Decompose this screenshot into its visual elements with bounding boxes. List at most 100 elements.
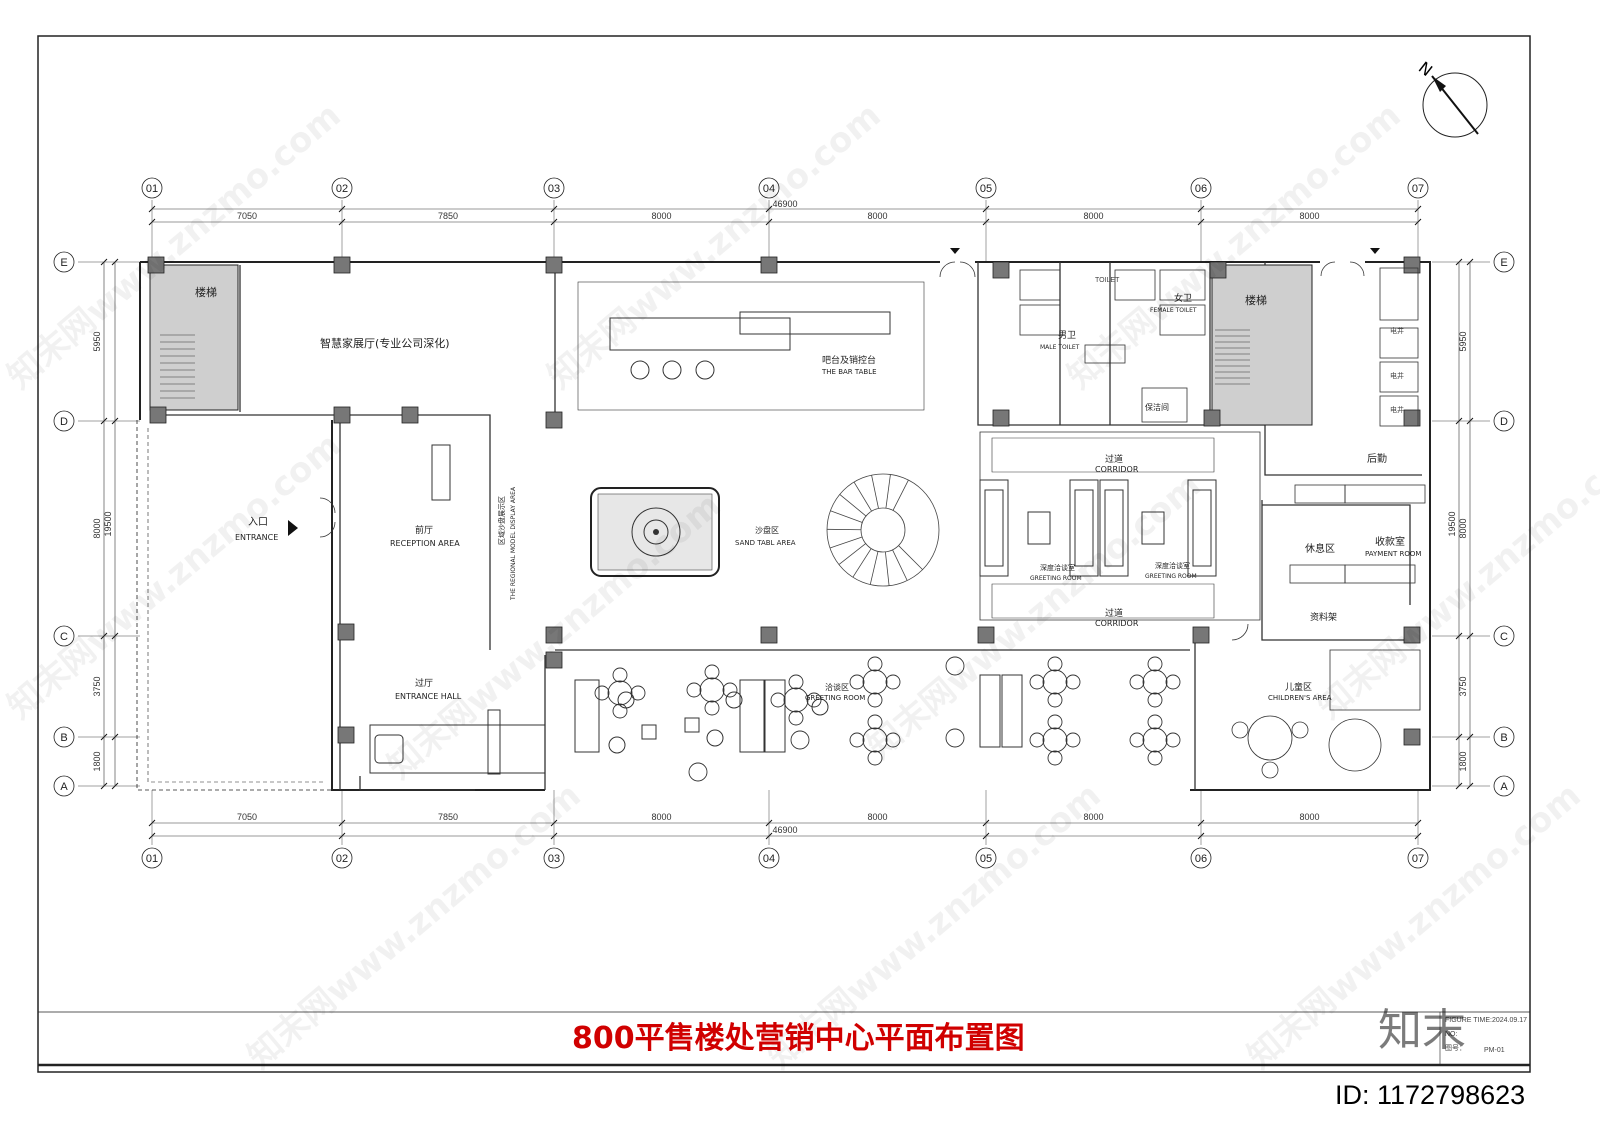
dim-label: 8000 — [1083, 211, 1103, 221]
column — [401, 406, 419, 424]
model-display-label: 区域沙盘展示区 — [497, 496, 506, 545]
axis-bubble-label: D — [60, 416, 68, 428]
chair — [945, 656, 965, 676]
chair — [1165, 732, 1181, 748]
back-office-label: 后勤 — [1367, 452, 1387, 465]
sheet-info: FIGURE TIME: 2024.09.17 NO: 图号： PM-01 — [1445, 1017, 1527, 1054]
dim-label: 7850 — [438, 812, 458, 822]
chair — [1147, 656, 1163, 672]
axis-bubble-label: A — [60, 781, 68, 793]
column — [1403, 728, 1421, 746]
dim-label: 8000 — [651, 812, 671, 822]
axis-bubble-label: 03 — [548, 853, 560, 865]
round-table — [1142, 669, 1168, 695]
axis-bubble-label: 01 — [146, 853, 158, 865]
axis-bubble — [758, 177, 780, 199]
axis-bubble-label: 04 — [763, 853, 775, 865]
chair — [885, 674, 901, 690]
axis-bubble — [1190, 847, 1212, 869]
corridor2-label-en: CORRIDOR — [1095, 619, 1139, 628]
axis-bubble-label: 03 — [548, 183, 560, 195]
column — [760, 256, 778, 274]
axis-bubble — [53, 726, 75, 748]
round-table — [862, 669, 888, 695]
axis-bubble-label: D — [1500, 416, 1508, 428]
sofa-set — [574, 674, 1023, 754]
greeting-label-en: GREETING ROOM — [805, 694, 865, 702]
chair — [704, 664, 720, 680]
axis-bubble-label: A — [1500, 781, 1508, 793]
round-table — [699, 677, 725, 703]
bar-label-cn: 吧台及销控台 — [822, 354, 876, 366]
deep-room-sofa — [979, 479, 1009, 577]
chair — [1047, 750, 1063, 766]
axis-bubble-label: B — [60, 732, 67, 744]
axis-bubble-label: 05 — [980, 853, 992, 865]
female-label-en: FEMALE TOILET — [1150, 307, 1197, 314]
deep-room-sofa — [1099, 479, 1129, 577]
dim-label: 3750 — [92, 676, 102, 696]
cleaning-label: 保洁间 — [1145, 402, 1169, 412]
axis-bubble — [53, 410, 75, 432]
axis-grid-lines — [78, 200, 1490, 845]
dim-label: 3750 — [1458, 676, 1468, 696]
axis-bubble — [1493, 775, 1515, 797]
children-label-cn: 儿童区 — [1285, 681, 1312, 693]
chair — [1147, 750, 1163, 766]
deep-room-sofa-inner — [1104, 489, 1124, 567]
column — [545, 256, 563, 274]
column — [545, 626, 563, 644]
axis-bubble — [975, 847, 997, 869]
spiral-tread — [884, 551, 890, 586]
chair — [1165, 674, 1181, 690]
deep-label-cn: 深度洽谈室 — [1040, 563, 1075, 572]
column — [1403, 626, 1421, 644]
axis-bubble-label: 01 — [146, 183, 158, 195]
axis-bubble-label: B — [1500, 732, 1507, 744]
deep-label-en: GREETING ROOM — [1030, 575, 1082, 582]
elev-label-3: 电井 — [1390, 405, 1404, 414]
corridor-label-cn: 过道 — [1105, 453, 1123, 465]
bar-label-en: THE BAR TABLE — [821, 368, 877, 376]
right-stair — [1211, 264, 1313, 426]
round-table — [1142, 727, 1168, 753]
dim-label: 1800 — [92, 751, 102, 771]
chair — [594, 685, 610, 701]
axis-bubble-label: C — [1500, 631, 1508, 643]
chair — [1147, 692, 1163, 708]
chair — [630, 685, 646, 701]
chair — [788, 674, 804, 690]
deep-room-sofa-inner — [984, 489, 1004, 567]
chair — [1029, 674, 1045, 690]
watermarks: 知末网www.znzmo.com 知末网www.znzmo.com 知末网www… — [0, 95, 1600, 1077]
chair — [885, 732, 901, 748]
spiral-tread — [892, 479, 909, 511]
deep-room-sofa — [1069, 479, 1099, 577]
column — [1403, 409, 1421, 427]
axis-bubble — [331, 177, 353, 199]
deep-room-sofa-inner — [1192, 489, 1212, 567]
door-arrow-icon — [950, 248, 960, 254]
outer-walls — [136, 261, 1431, 791]
chair — [1047, 656, 1063, 672]
spiral-tread — [892, 549, 908, 581]
axis-bubble-label: 07 — [1412, 853, 1424, 865]
bar-counter — [577, 281, 925, 411]
spiral-tread — [869, 551, 879, 585]
chair — [1129, 674, 1145, 690]
chair — [1047, 714, 1063, 730]
reception-label-en: RECEPTION AREA — [390, 539, 460, 548]
dim-label: 8000 — [1458, 518, 1468, 538]
male-label-en: MALE TOILET — [1040, 344, 1080, 351]
deep-greeting-furniture — [979, 479, 1217, 577]
axis-bubble — [53, 625, 75, 647]
round-table — [783, 687, 809, 713]
chair — [849, 674, 865, 690]
spiral-tread — [871, 475, 879, 509]
column — [992, 261, 1010, 279]
chair — [806, 692, 822, 708]
dim-total-label: 19500 — [1447, 511, 1457, 536]
